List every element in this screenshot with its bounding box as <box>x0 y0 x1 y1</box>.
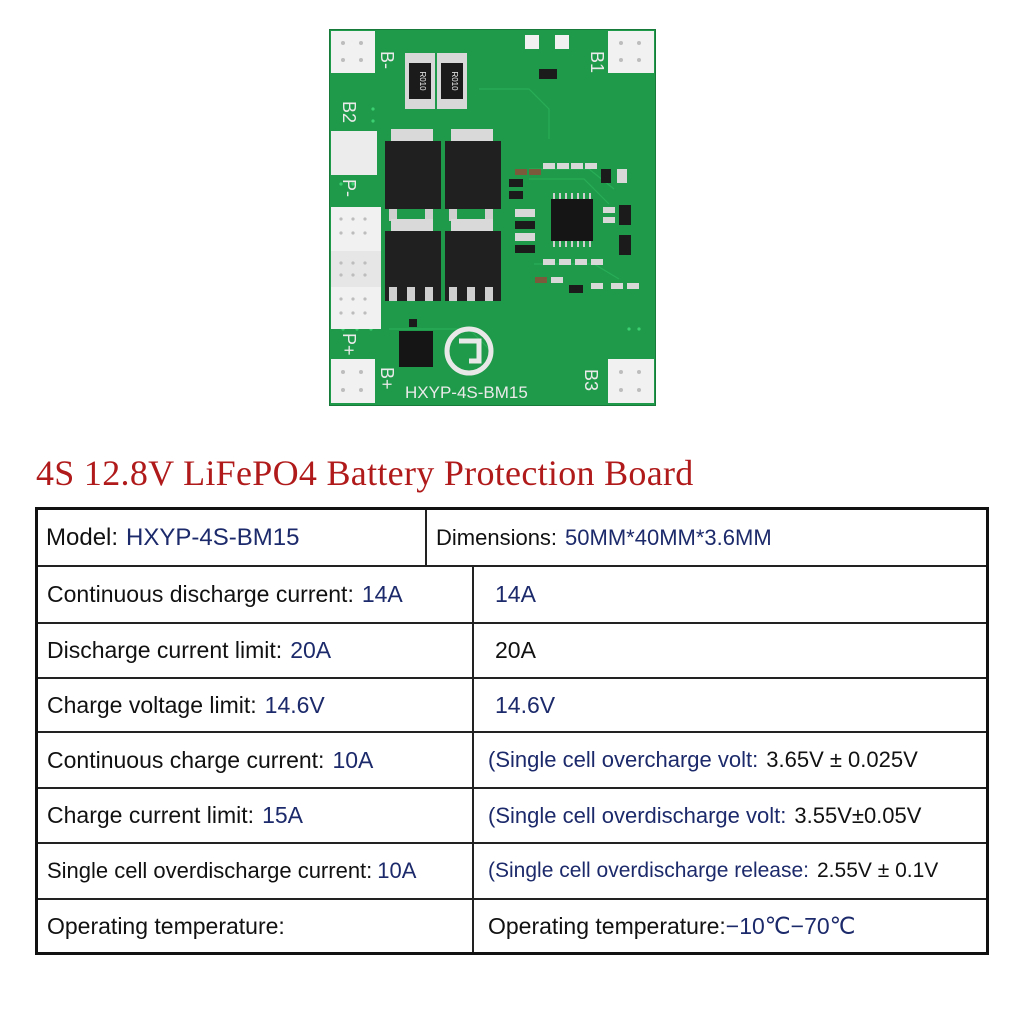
table-row: Charge current limit: 15A (Single cell o… <box>38 789 986 844</box>
resistor-1-label: R010 <box>418 71 427 91</box>
solder-pad-b1 <box>608 31 654 73</box>
solder-pad-b-minus <box>331 31 375 73</box>
column-divider <box>472 789 474 842</box>
page-title: 4S 12.8V LiFePO4 Battery Protection Boar… <box>36 453 694 493</box>
mosfet-1 <box>385 129 441 221</box>
pcb-board: R010 R010 <box>329 29 656 406</box>
spec-right-cell: 14A <box>495 567 980 622</box>
solder-pad-p-minus <box>331 207 381 287</box>
solder-pad-b-plus <box>331 359 375 403</box>
spec-left-cell: Charge current limit: 15A <box>47 789 467 842</box>
column-divider <box>472 900 474 952</box>
spec-left-cell: Continuous charge current: 10A <box>47 733 467 787</box>
model-label: Model: <box>46 523 119 551</box>
spec-right-value: 14.6V <box>495 691 556 718</box>
spec-left-cell: Operating temperature: <box>47 900 467 952</box>
spec-label: Discharge current limit: <box>47 637 283 663</box>
silk-b-plus: B+ <box>377 367 397 390</box>
spec-label-value: 20A <box>290 637 332 663</box>
spec-label-value: 14.6V <box>264 691 325 718</box>
column-divider <box>425 510 427 565</box>
silk-b3: B3 <box>581 369 601 391</box>
spec-right-text: (Single cell overdischarge release: <box>488 859 809 882</box>
model-value: HXYP-4S-BM15 <box>126 523 300 551</box>
spec-right-value: 3.65V ± 0.025V <box>766 747 918 772</box>
spec-right-cell: Operating temperature: −10℃−70℃ <box>488 900 983 952</box>
spec-right-cell: 14.6V <box>495 679 980 731</box>
table-row: Continuous charge current: 10A (Single c… <box>38 733 986 789</box>
spec-right-cell: (Single cell overdischarge release: 2.55… <box>488 844 983 898</box>
spec-left-cell: Single cell overdischarge current: 10A <box>47 844 472 898</box>
mosfet-2 <box>445 129 501 221</box>
spec-label-value: 10A <box>332 746 374 773</box>
smd-components <box>399 163 639 367</box>
mosfet-3 <box>385 219 441 301</box>
spec-label: Single cell overdischarge current: <box>47 858 373 883</box>
spec-right-cell: (Single cell overdischarge volt: 3.55V±0… <box>488 789 983 842</box>
spec-table: Model: HXYP-4S-BM15 Dimensions: 50MM*40M… <box>35 507 989 955</box>
column-divider <box>472 567 474 622</box>
silk-model: HXYP-4S-BM15 <box>405 383 528 402</box>
silk-p-plus: P+ <box>339 333 359 356</box>
spec-right-value: 3.55V±0.05V <box>794 802 922 828</box>
column-divider <box>472 679 474 731</box>
spec-right-text: (Single cell overdischarge volt: <box>488 802 787 828</box>
solder-pad-b3 <box>608 359 654 403</box>
resistor-2-label: R010 <box>450 71 459 91</box>
protection-ic <box>551 193 593 247</box>
spec-left-cell: Discharge current limit: 20A <box>47 624 467 677</box>
solder-pad-p-plus <box>331 287 381 329</box>
dimensions-value: 50MM*40MM*3.6MM <box>565 524 772 550</box>
solder-pad-b2 <box>331 131 377 175</box>
dimensions-cell: Dimensions: 50MM*40MM*3.6MM <box>436 510 981 565</box>
spec-label: Charge current limit: <box>47 802 255 828</box>
logo-mark <box>444 326 494 376</box>
sot-transistor <box>539 69 557 79</box>
spec-label: Charge voltage limit: <box>47 691 257 718</box>
table-row: Discharge current limit: 20A 20A <box>38 624 986 679</box>
spec-right-cell: 20A <box>495 624 980 677</box>
silk-b2: B2 <box>339 101 359 123</box>
spec-right-value: −10℃−70℃ <box>725 912 856 939</box>
mosfet-4 <box>445 219 501 301</box>
column-divider <box>472 733 474 787</box>
spec-label-value: 14A <box>361 581 403 607</box>
spec-left-cell: Continuous discharge current: 14A <box>47 567 467 622</box>
spec-right-text: Operating temperature: <box>488 912 726 939</box>
table-row: Operating temperature: Operating tempera… <box>38 900 986 952</box>
spec-label-value: 10A <box>377 858 417 883</box>
silk-p-minus: P- <box>339 179 359 197</box>
column-divider <box>472 844 474 898</box>
spec-right-value: 2.55V ± 0.1V <box>817 859 939 882</box>
product-image: R010 R010 <box>329 29 656 406</box>
spec-right-cell: (Single cell overcharge volt: 3.65V ± 0.… <box>488 733 983 787</box>
table-row: Charge voltage limit: 14.6V 14.6V <box>38 679 986 733</box>
table-row: Single cell overdischarge current: 10A (… <box>38 844 986 900</box>
sense-resistor-1: R010 <box>405 53 435 109</box>
spec-label: Operating temperature: <box>47 912 285 939</box>
spec-label: Continuous discharge current: <box>47 581 354 607</box>
test-pad <box>525 35 539 49</box>
sense-resistor-2: R010 <box>437 53 467 109</box>
spec-right-value: 20A <box>495 637 536 663</box>
spec-right-text: (Single cell overcharge volt: <box>488 747 759 772</box>
dimensions-label: Dimensions: <box>436 524 558 550</box>
spec-label: Continuous charge current: <box>47 746 325 773</box>
spec-right-value: 14A <box>495 581 536 607</box>
silk-b-minus: B- <box>377 51 397 69</box>
silk-b1: B1 <box>587 51 607 73</box>
spec-left-cell: Charge voltage limit: 14.6V <box>47 679 467 731</box>
table-row: Continuous discharge current: 14A 14A <box>38 567 986 624</box>
test-pad <box>555 35 569 49</box>
table-row: Model: HXYP-4S-BM15 Dimensions: 50MM*40M… <box>38 510 986 567</box>
model-cell: Model: HXYP-4S-BM15 <box>46 510 424 565</box>
column-divider <box>472 624 474 677</box>
spec-label-value: 15A <box>262 802 304 828</box>
